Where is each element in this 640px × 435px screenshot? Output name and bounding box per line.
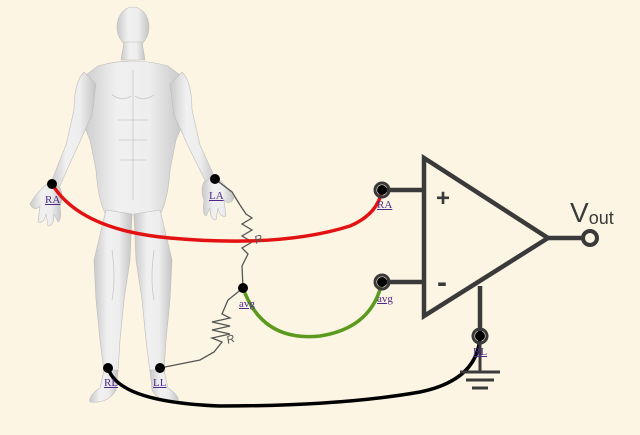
body-muscle-lines [111, 70, 155, 301]
avg-lead [241, 281, 384, 339]
amp-avg-dot [377, 277, 387, 287]
ra-electrode[interactable] [47, 179, 57, 189]
minus-sign: - [437, 266, 447, 299]
la-wire [214, 178, 254, 289]
avg-node[interactable] [238, 283, 248, 293]
label-amp-rl[interactable]: RL [473, 346, 488, 358]
label-rl[interactable]: RL [104, 377, 119, 389]
ll-electrode[interactable] [155, 363, 165, 373]
label-ll[interactable]: LL [153, 377, 167, 389]
ground-symbol-icon [460, 343, 500, 390]
ll-wire [159, 287, 244, 369]
resistor-label-upper: R [253, 233, 265, 247]
plus-sign: + [436, 185, 450, 212]
human-body-figure [29, 6, 235, 403]
label-ra[interactable]: RA [45, 194, 61, 206]
vout-terminal[interactable] [581, 229, 599, 247]
amp-ra-terminal[interactable] [373, 181, 391, 199]
resistor-label-lower: R [225, 333, 237, 347]
amp-rl-dot [475, 331, 485, 341]
amp-ra-dot [377, 185, 387, 195]
vout-label: Vout [570, 197, 614, 228]
label-amp-ra[interactable]: RA [377, 199, 393, 211]
label-la[interactable]: LA [209, 190, 224, 202]
rl-electrode[interactable] [103, 363, 113, 373]
label-amp-avg[interactable]: avg [377, 293, 393, 305]
rl-lead [106, 335, 482, 408]
la-electrode[interactable] [210, 174, 220, 184]
ra-lead [50, 183, 384, 243]
label-avg[interactable]: avg [239, 298, 255, 310]
amp-avg-terminal[interactable] [373, 273, 391, 291]
vout-main: V [570, 197, 589, 228]
vout-sub: out [589, 208, 614, 228]
op-amp-triangle-icon [382, 153, 582, 336]
